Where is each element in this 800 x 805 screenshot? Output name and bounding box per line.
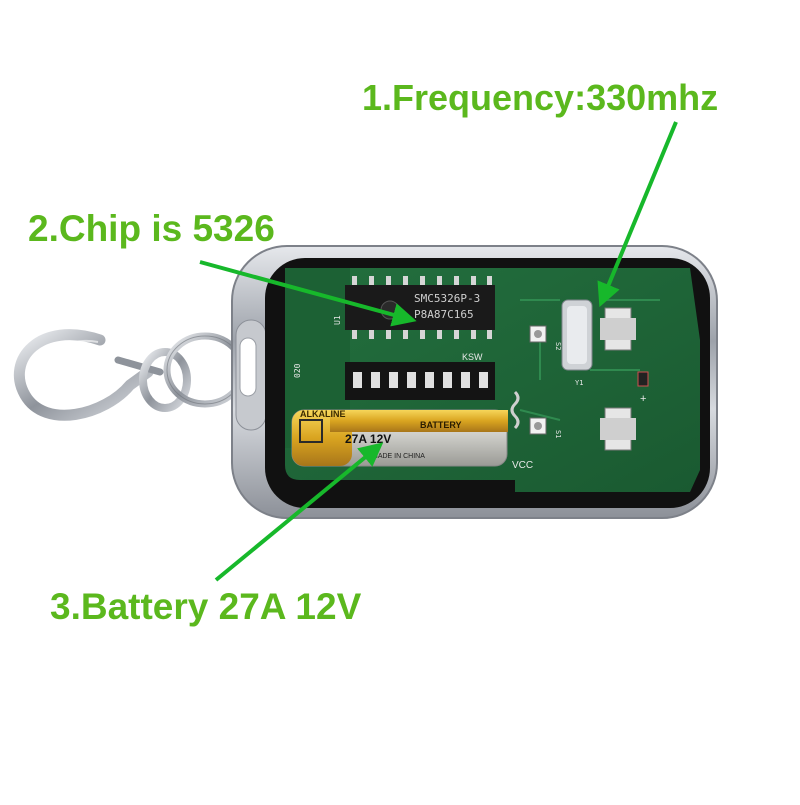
battery-word: BATTERY: [420, 420, 462, 430]
chip-marking-1: SMC5326P-3: [414, 292, 480, 305]
callout-battery: 3.Battery 27A 12V: [50, 586, 362, 627]
arrow-chip: [199, 260, 417, 327]
pcb-code: 020: [293, 363, 302, 378]
battery-brand: ALKALINE: [300, 409, 346, 419]
chip-marking-2: P8A87C165: [414, 308, 474, 321]
pcb-label-s1: S1: [554, 430, 562, 438]
callout-chip: 2.Chip is 5326: [28, 208, 275, 249]
pcb-label-plus: +: [640, 393, 646, 405]
pcb-label-y1: Y1: [575, 379, 583, 387]
battery-origin: MADE IN CHINA: [372, 453, 425, 460]
dip-switch: [345, 362, 495, 400]
pcb-label-u1: U1: [333, 315, 342, 325]
dip-label: KSW: [462, 352, 483, 362]
arrow-frequency: [597, 121, 678, 308]
callout-arrows: [199, 121, 678, 582]
battery-27a: ALKALINE BATTERY 27A 12V MADE IN CHINA: [291, 409, 508, 467]
battery-model: 27A 12V: [345, 432, 391, 446]
pcb-label-s2: S2: [554, 342, 562, 350]
arrow-battery: [214, 442, 384, 582]
keyring: [14, 329, 247, 421]
callout-frequency: 1.Frequency:330mhz: [362, 77, 719, 118]
pcb-label-vcc: VCC: [512, 460, 533, 471]
